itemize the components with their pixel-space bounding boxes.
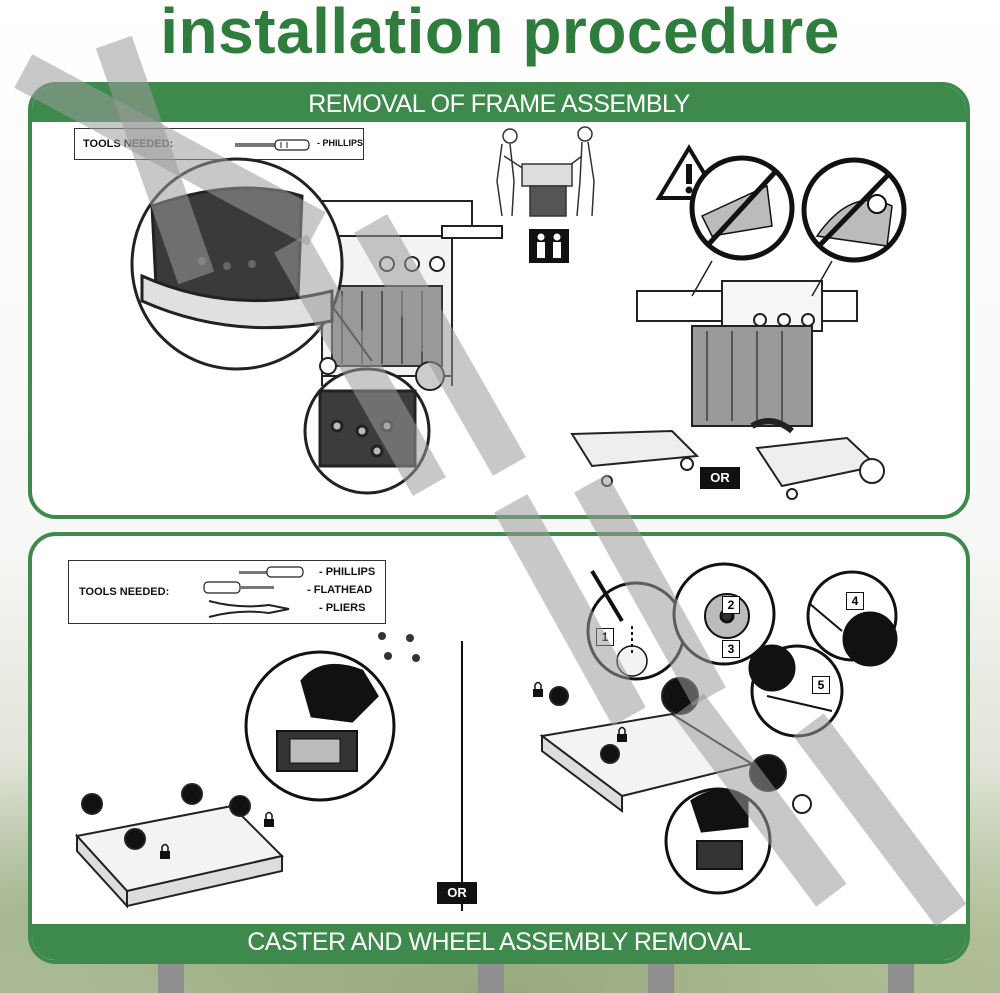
zoom-detail-circle xyxy=(664,787,772,895)
background-leg xyxy=(478,963,504,993)
frame-removal-panel: REMOVAL OF FRAME ASSEMBLY TOOLS NEEDED: … xyxy=(28,82,970,519)
section-heading-caster-removal: CASTER AND WHEEL ASSEMBLY REMOVAL xyxy=(32,924,966,960)
pliers-icon xyxy=(208,600,290,618)
caster-wheel-removal-panel: CASTER AND WHEEL ASSEMBLY REMOVAL TOOLS … xyxy=(28,532,970,964)
screw-icon xyxy=(378,632,420,662)
grill-illustration xyxy=(636,260,858,427)
two-people-lifting-illustration xyxy=(496,126,595,217)
or-badge: OR xyxy=(700,467,740,489)
step-3-label: 3 xyxy=(722,640,740,658)
step-1-circle xyxy=(586,569,686,681)
background-leg xyxy=(888,963,914,993)
tools-icons xyxy=(203,566,304,618)
tool-phillips: - PHILLIPS xyxy=(319,566,376,578)
tools-needed-box: TOOLS NEEDED: - PHILLIPS - FLATHEAD - PL… xyxy=(68,560,386,624)
background-leg xyxy=(648,963,674,993)
page-title: installation procedure xyxy=(160,0,840,67)
step-5-label: 5 xyxy=(812,676,830,694)
prohibited-icon xyxy=(801,157,907,263)
caster-removal-illustration xyxy=(75,562,898,911)
zoom-detail-circle xyxy=(303,367,431,495)
tools-needed-label: TOOLS NEEDED: xyxy=(79,586,170,598)
step-2-label: 2 xyxy=(722,596,740,614)
zoom-detail-circle xyxy=(244,650,396,802)
tool-pliers: - PLIERS xyxy=(319,602,366,614)
step-4-circle xyxy=(806,570,898,667)
tool-flathead: - FLATHEAD xyxy=(307,584,373,596)
background-leg xyxy=(158,963,184,993)
base-tray-illustration xyxy=(570,418,885,500)
step-1-label: 1 xyxy=(596,628,614,646)
frame-removal-illustration xyxy=(130,126,907,500)
prohibited-icon xyxy=(689,155,795,261)
step-4-label: 4 xyxy=(846,592,864,610)
padlock-icon xyxy=(160,811,274,859)
two-person-lift-icon xyxy=(529,229,569,263)
base-tray-illustration xyxy=(75,783,284,909)
phillips-screwdriver-icon xyxy=(239,566,304,578)
flathead-screwdriver-icon xyxy=(203,581,274,594)
tool-phillips: - PHILLIPS xyxy=(317,138,364,148)
or-badge: OR xyxy=(437,882,477,904)
grill-illustration xyxy=(311,200,503,391)
